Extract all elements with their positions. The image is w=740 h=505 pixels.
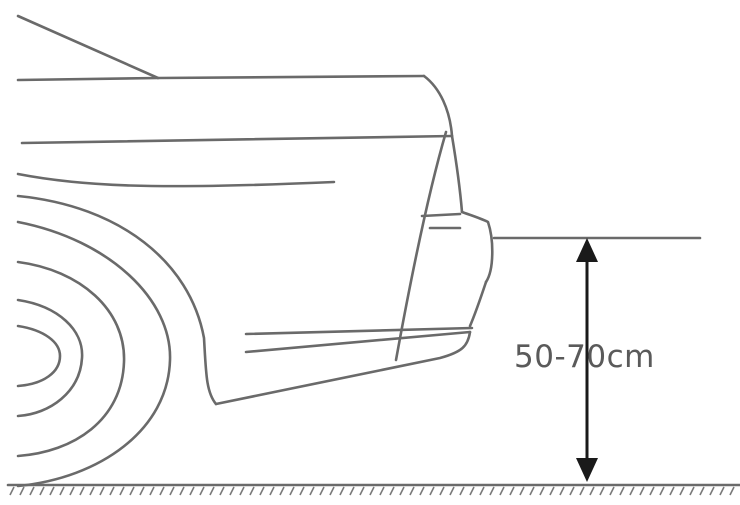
hatch-tick [609,486,615,496]
hatch-tick [309,486,315,496]
hatch-tick [259,486,265,496]
hatch-tick [479,486,485,496]
hatch-tick [39,486,45,496]
hatch-tick [529,486,535,496]
hatch-tick [409,486,415,496]
hatch-tick [489,486,495,496]
hatch-tick [149,486,155,496]
hatch-tick [399,486,405,496]
ground-hatching [9,486,735,496]
wheel-arc-1 [16,220,172,488]
hatch-tick [49,486,55,496]
hatch-tick [99,486,105,496]
hatch-tick [509,486,515,496]
hatch-tick [619,486,625,496]
rear-edge-outer [450,134,464,214]
hatch-tick [169,486,175,496]
hatch-tick [119,486,125,496]
hatch-tick [669,486,675,496]
hatch-tick [209,486,215,496]
arrow-head-up [576,238,598,262]
rear-corner-curve [422,74,454,138]
arrow-head-down [576,458,598,482]
hatch-tick [579,486,585,496]
hatch-tick [219,486,225,496]
wheel-arch-outer [16,194,218,406]
tail-line-upper [20,134,454,145]
hatch-tick [389,486,395,496]
hatch-tick [89,486,95,496]
hatch-tick [29,486,35,496]
hatch-tick [589,486,595,496]
hatch-tick [439,486,445,496]
height-range-label: 50-70cm [514,339,655,375]
roof-line [16,14,160,80]
hatch-tick [279,486,285,496]
hatch-tick [449,486,455,496]
hatch-tick [709,486,715,496]
wheel-arc-2 [16,260,126,458]
hatch-tick [519,486,525,496]
hatch-tick [469,486,475,496]
hatch-tick [179,486,185,496]
hatch-tick [109,486,115,496]
hatch-tick [319,486,325,496]
hatch-tick [329,486,335,496]
bumper-lower-line-2 [244,330,472,354]
hatch-tick [419,486,425,496]
bumper-underside [214,330,472,406]
hatch-tick [129,486,135,496]
hatch-tick [9,486,15,496]
hatch-tick [239,486,245,496]
hatch-tick [719,486,725,496]
rear-edge-inner [394,130,448,362]
hatch-tick [269,486,275,496]
hatch-tick [599,486,605,496]
hatch-tick [199,486,205,496]
body-crease-line [16,172,336,188]
hatch-tick [459,486,465,496]
bumper-inner-step [420,212,462,218]
hatch-tick [679,486,685,496]
hatch-tick [639,486,645,496]
bumper-face [468,280,488,328]
hatch-tick [159,486,165,496]
hatch-tick [139,486,145,496]
hatch-tick [349,486,355,496]
hatch-tick [659,486,665,496]
hatch-tick [79,486,85,496]
bumper-lower-line-1 [244,326,474,336]
hatch-tick [499,486,505,496]
hatch-tick [429,486,435,496]
hatch-tick [549,486,555,496]
hatch-tick [249,486,255,496]
hatch-tick [379,486,385,496]
hatch-tick [189,486,195,496]
trunk-top-line [16,74,426,82]
hatch-tick [539,486,545,496]
hatch-tick [629,486,635,496]
hatch-tick [339,486,345,496]
hatch-tick [59,486,65,496]
wheel-arc-3 [16,298,84,418]
hatch-tick [299,486,305,496]
hatch-tick [649,486,655,496]
hatch-tick [689,486,695,496]
hatch-tick [229,486,235,496]
hatch-tick [729,486,735,496]
height-arrow [576,238,598,482]
bumper-step [460,210,494,284]
hatch-tick [69,486,75,496]
hatch-tick [569,486,575,496]
hatch-tick [289,486,295,496]
hatch-tick [359,486,365,496]
hatch-tick [559,486,565,496]
wheel-hub-arc [16,324,62,388]
hatch-tick [699,486,705,496]
hatch-tick [19,486,25,496]
hatch-tick [369,486,375,496]
